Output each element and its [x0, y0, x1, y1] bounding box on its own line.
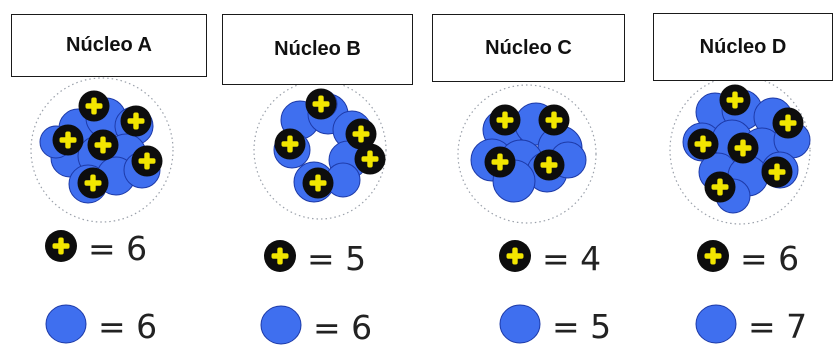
- nucleus-a-particles: [30, 77, 174, 223]
- nucleus-halo: [30, 77, 174, 223]
- proton: [761, 156, 793, 188]
- proton: [354, 143, 386, 175]
- proton: [345, 118, 377, 150]
- neutron-count-text: = 5: [552, 306, 612, 346]
- proton: [772, 107, 804, 139]
- neutron-count-text: = 6: [98, 306, 158, 346]
- proton-count-text: = 6: [740, 238, 800, 278]
- nucleus-c-label: Núcleo C: [432, 14, 625, 82]
- proton-count-text: = 4: [542, 238, 602, 278]
- proton: [78, 90, 110, 122]
- proton: [687, 128, 719, 160]
- neutron-count-text: = 7: [748, 306, 808, 346]
- nucleus-c-particles: [457, 84, 597, 224]
- nucleus-a-neutron-count: = 6: [44, 304, 157, 348]
- proton-count-text: = 5: [307, 238, 367, 278]
- nucleus-d-neutron-count: = 7: [694, 304, 807, 348]
- nucleus-c-neutron-count: = 5: [498, 304, 611, 348]
- neutron-icon: [694, 303, 738, 350]
- neutron-icon: [498, 303, 542, 350]
- nucleus-b-proton-count: = 5: [263, 236, 366, 280]
- proton-icon: [44, 229, 78, 268]
- proton: [302, 167, 334, 199]
- proton: [704, 171, 736, 203]
- nucleus-d-label: Núcleo D: [653, 13, 833, 81]
- neutron-icon: [259, 304, 303, 351]
- proton-icon: [498, 239, 532, 278]
- proton: [120, 105, 152, 137]
- proton: [87, 129, 119, 161]
- neutron-icon: [44, 303, 88, 350]
- proton-count-text: = 6: [88, 228, 148, 268]
- proton-icon: [696, 239, 730, 278]
- nucleus-b-label: Núcleo B: [222, 14, 413, 85]
- nucleus-d-proton-count: = 6: [696, 236, 799, 280]
- neutron-count-text: = 6: [313, 307, 373, 347]
- proton: [305, 88, 337, 120]
- proton-icon: [263, 239, 297, 278]
- proton: [538, 104, 570, 136]
- proton: [719, 84, 751, 116]
- nucleus-c-proton-count: = 4: [498, 236, 601, 280]
- proton: [533, 149, 565, 181]
- proton: [52, 124, 84, 156]
- nucleus-a-proton-count: = 6: [44, 226, 147, 270]
- proton: [131, 145, 163, 177]
- nucleus-a-label: Núcleo A: [11, 14, 207, 77]
- nucleus-b-neutron-count: = 6: [259, 305, 372, 349]
- nucleus-d-particles: [669, 75, 811, 225]
- proton: [727, 132, 759, 164]
- proton: [77, 167, 109, 199]
- nucleus-b-particles: [253, 80, 387, 220]
- nucleus-halo: [253, 80, 387, 220]
- proton: [489, 104, 521, 136]
- nucleus-halo: [457, 84, 597, 224]
- proton: [274, 128, 306, 160]
- proton: [484, 146, 516, 178]
